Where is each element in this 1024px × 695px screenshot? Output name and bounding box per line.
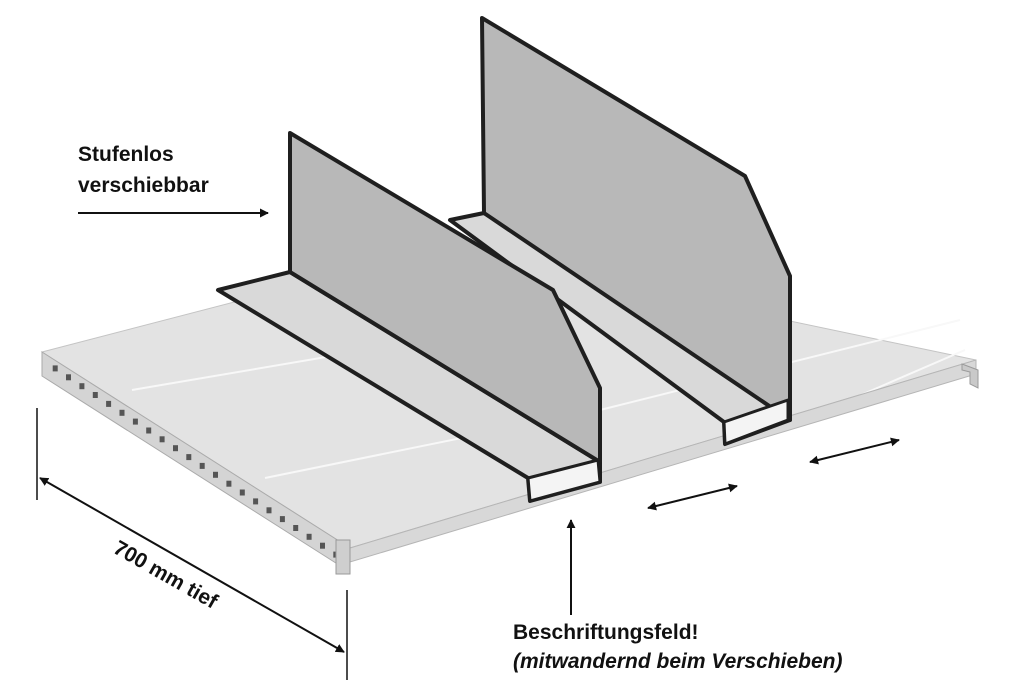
perforation-hole (173, 445, 178, 452)
label-field-back (722, 398, 790, 446)
perforation-hole (293, 525, 299, 531)
annotation-sliding: Stufenlos verschiebbar (78, 143, 269, 218)
shelf-corner-bracket (335, 539, 351, 575)
perforation-hole (199, 462, 205, 469)
perforation-hole (306, 533, 312, 540)
perforation-hole (159, 436, 165, 443)
perforation-hole (92, 392, 98, 398)
perforation-hole (146, 427, 152, 434)
shelf-right-bracket (961, 363, 979, 389)
perforation-hole (239, 489, 245, 496)
label-field-front (526, 458, 602, 503)
divider-front (216, 131, 602, 503)
perforation-hole (253, 498, 259, 505)
annotation-label-field: Beschriftungsfeld! (mitwandernd beim Ver… (513, 519, 842, 673)
slide-double-arrow-1 (647, 483, 738, 511)
slide-double-arrow-2 (809, 437, 900, 465)
perforation-hole (226, 480, 232, 487)
perforation-hole (320, 542, 325, 549)
label-field-title: Beschriftungsfeld! (513, 621, 699, 644)
divider-front-wall (288, 131, 602, 464)
divider-back (448, 16, 792, 446)
perforation-hole (119, 409, 125, 416)
sliding-label-line1: Stufenlos (78, 143, 174, 166)
perforation-hole (66, 374, 71, 381)
perforation-hole (79, 383, 85, 390)
divider-back-wall (480, 16, 792, 422)
sliding-label-line2: verschiebbar (78, 174, 209, 197)
perforation-hole (279, 516, 285, 523)
label-field-subtitle: (mitwandernd beim Verschieben) (513, 650, 842, 673)
depth-label: 700 mm tief (110, 536, 223, 614)
perforation-hole (186, 454, 192, 461)
perforation-hole (213, 471, 218, 478)
perforation-hole (132, 418, 138, 425)
perforation-hole (266, 507, 272, 514)
depth-dimension-arrow (39, 477, 345, 653)
perforation-hole (106, 400, 112, 407)
perforation-hole (52, 365, 58, 372)
